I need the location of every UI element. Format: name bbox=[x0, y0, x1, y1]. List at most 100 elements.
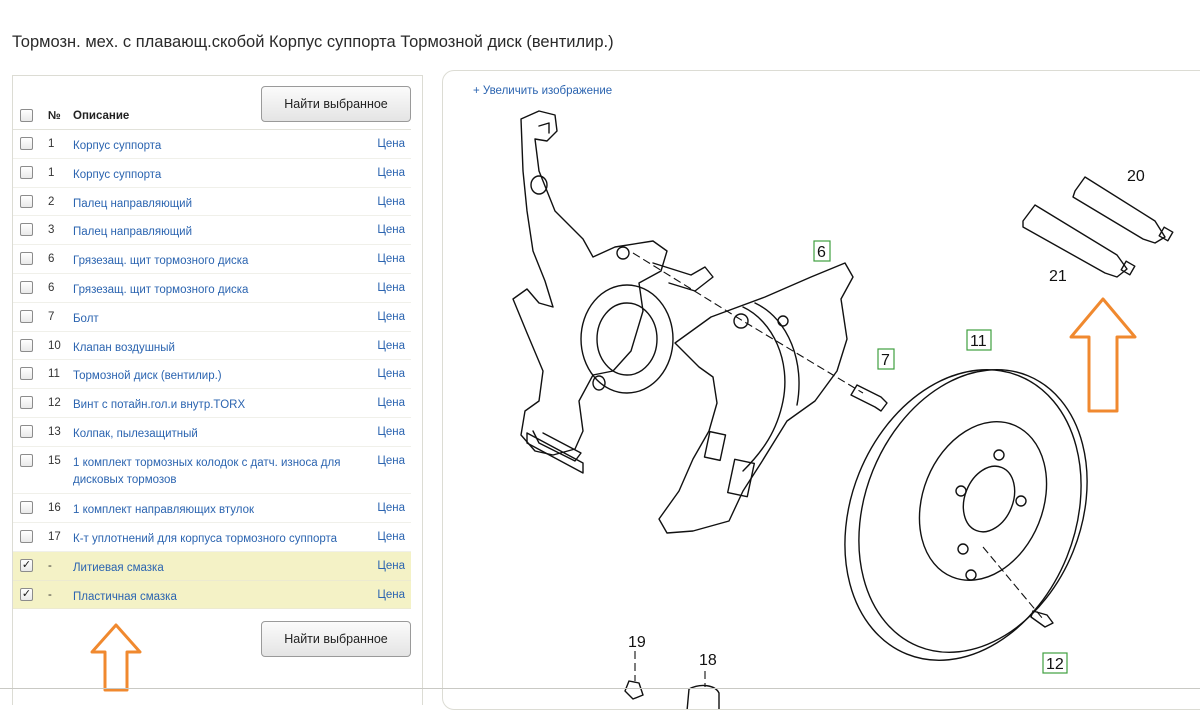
row-number: 13 bbox=[48, 425, 61, 438]
row-checkbox[interactable] bbox=[20, 424, 33, 438]
page-title: Тормозн. мех. с плавающ.скобой Корпус су… bbox=[12, 33, 614, 51]
row-description-link[interactable]: Клапан воздушный bbox=[73, 341, 175, 354]
row-description-link[interactable]: Палец направляющий bbox=[73, 226, 193, 239]
callout-7-box bbox=[877, 348, 895, 370]
row-description-link[interactable]: Корпус суппорта bbox=[73, 168, 162, 181]
find-selected-button-top[interactable]: Найти выбранное bbox=[261, 86, 411, 122]
row-checkbox[interactable] bbox=[20, 223, 33, 237]
row-checkbox[interactable] bbox=[20, 137, 33, 150]
row-price-link[interactable]: Цена bbox=[377, 339, 405, 352]
table-row: 1 Корпус суппорта Цена bbox=[13, 159, 411, 188]
row-description-link[interactable]: 1 комплект направляющих втулок bbox=[73, 504, 255, 517]
callout-6: 6 bbox=[817, 244, 826, 261]
row-number: 1 bbox=[48, 138, 55, 150]
parts-table-header: № Описание bbox=[13, 102, 411, 130]
annotation-arrow-right bbox=[1069, 297, 1137, 413]
row-number: 1 bbox=[48, 166, 55, 179]
table-row: 16 1 комплект направляющих втулок Цена bbox=[13, 494, 411, 524]
zoom-image-link[interactable]: + Увеличить изображение bbox=[473, 85, 613, 97]
row-number: - bbox=[48, 588, 52, 601]
header-description: Описание bbox=[73, 110, 130, 122]
row-price-link[interactable]: Цена bbox=[377, 195, 405, 208]
row-number: 6 bbox=[48, 253, 55, 266]
row-checkbox[interactable] bbox=[20, 338, 33, 352]
row-description-link[interactable]: Палец направляющий bbox=[73, 197, 193, 210]
row-checkbox[interactable] bbox=[20, 530, 33, 544]
callout-19: 19 bbox=[628, 634, 646, 651]
row-description-link[interactable]: Колпак, пылезащитный bbox=[73, 427, 198, 440]
row-price-link[interactable]: Цена bbox=[377, 166, 405, 179]
row-checkbox[interactable] bbox=[20, 501, 33, 515]
footer-divider bbox=[0, 688, 1200, 689]
table-row: 10 Клапан воздушный Цена bbox=[13, 332, 411, 361]
callout-11-box bbox=[966, 329, 992, 351]
row-price-link[interactable]: Цена bbox=[377, 454, 405, 467]
row-price-link[interactable]: Цена bbox=[377, 425, 405, 438]
row-price-link[interactable]: Цена bbox=[377, 138, 405, 150]
dust-shield-drawing bbox=[658, 262, 854, 534]
row-price-link[interactable]: Цена bbox=[377, 531, 405, 544]
row-price-link[interactable]: Цена bbox=[377, 502, 405, 515]
row-price-link[interactable]: Цена bbox=[377, 397, 405, 410]
row-description-link[interactable]: Тормозной диск (вентилир.) bbox=[73, 370, 222, 383]
screw-12-drawing bbox=[1030, 610, 1054, 628]
row-description-link[interactable]: Грязезащ. щит тормозного диска bbox=[73, 283, 249, 296]
row-number: 2 bbox=[48, 195, 55, 208]
row-checkbox[interactable] bbox=[20, 453, 33, 467]
row-price-link[interactable]: Цена bbox=[377, 281, 405, 294]
row-price-link[interactable]: Цена bbox=[377, 559, 405, 572]
row-checkbox[interactable] bbox=[20, 367, 33, 381]
row-checkbox[interactable] bbox=[20, 165, 33, 179]
table-row: ✓ - Литиевая смазка Цена bbox=[13, 551, 411, 581]
row-description-link[interactable]: К-т уплотнений для корпуса тормозного су… bbox=[73, 533, 338, 546]
select-all-checkbox[interactable] bbox=[20, 109, 33, 122]
callout-12: 12 bbox=[1046, 656, 1064, 673]
row-description-link[interactable]: 1 комплект тормозных колодок с датч. изн… bbox=[73, 456, 341, 486]
row-price-link[interactable]: Цена bbox=[377, 310, 405, 323]
row-number: - bbox=[48, 559, 52, 572]
row-description-link[interactable]: Пластичная смазка bbox=[73, 590, 177, 603]
row-number: 11 bbox=[48, 368, 60, 381]
row-number: 10 bbox=[48, 339, 61, 352]
row-price-link[interactable]: Цена bbox=[377, 588, 405, 601]
callout-6-box bbox=[813, 240, 831, 262]
row-checkbox[interactable] bbox=[20, 194, 33, 208]
row-price-link[interactable]: Цена bbox=[377, 368, 405, 381]
row-description-link[interactable]: Литиевая смазка bbox=[73, 561, 164, 574]
callout-18: 18 bbox=[699, 652, 717, 669]
table-row: 6 Грязезащ. щит тормозного диска Цена bbox=[13, 274, 411, 303]
row-price-link[interactable]: Цена bbox=[377, 253, 405, 266]
grease-tube-20-drawing bbox=[1072, 176, 1174, 244]
callout-20: 20 bbox=[1127, 168, 1145, 185]
table-row: 11 Тормозной диск (вентилир.) Цена bbox=[13, 360, 411, 390]
row-checkbox[interactable] bbox=[20, 280, 33, 294]
row-number: 17 bbox=[48, 531, 61, 544]
row-description-link[interactable]: Корпус суппорта bbox=[73, 140, 162, 152]
row-checkbox[interactable]: ✓ bbox=[20, 558, 33, 572]
row-checkbox[interactable]: ✓ bbox=[20, 587, 33, 601]
callout-12-box bbox=[1042, 652, 1068, 674]
row-number: 16 bbox=[48, 502, 61, 515]
row-checkbox[interactable] bbox=[20, 252, 33, 266]
annotation-arrow-left bbox=[90, 623, 142, 692]
find-selected-button-bottom[interactable]: Найти выбранное bbox=[261, 621, 411, 657]
table-row: 6 Грязезащ. щит тормозного диска Цена bbox=[13, 245, 411, 274]
row-description-link[interactable]: Болт bbox=[73, 312, 99, 325]
table-row: 1 Корпус суппорта Цена bbox=[13, 130, 411, 159]
table-row: 13 Колпак, пылезащитный Цена bbox=[13, 418, 411, 447]
row-checkbox[interactable] bbox=[20, 396, 33, 410]
row-description-link[interactable]: Винт с потайн.гол.и внутр.TORX bbox=[73, 399, 246, 412]
table-row: 3 Палец направляющий Цена bbox=[13, 216, 411, 246]
row-checkbox[interactable] bbox=[20, 309, 33, 323]
row-number: 6 bbox=[48, 281, 55, 294]
row-description-link[interactable]: Грязезащ. щит тормозного диска bbox=[73, 255, 249, 268]
exploded-view-diagram: 6 7 11 12 20 21 19 18 bbox=[512, 110, 1174, 709]
row-price-link[interactable]: Цена bbox=[377, 224, 405, 237]
brake-disc-drawing bbox=[844, 369, 1088, 661]
row-number: 3 bbox=[48, 224, 55, 237]
steering-knuckle-drawing bbox=[512, 110, 714, 474]
table-row: ✓ - Пластичная смазка Цена bbox=[13, 580, 411, 610]
